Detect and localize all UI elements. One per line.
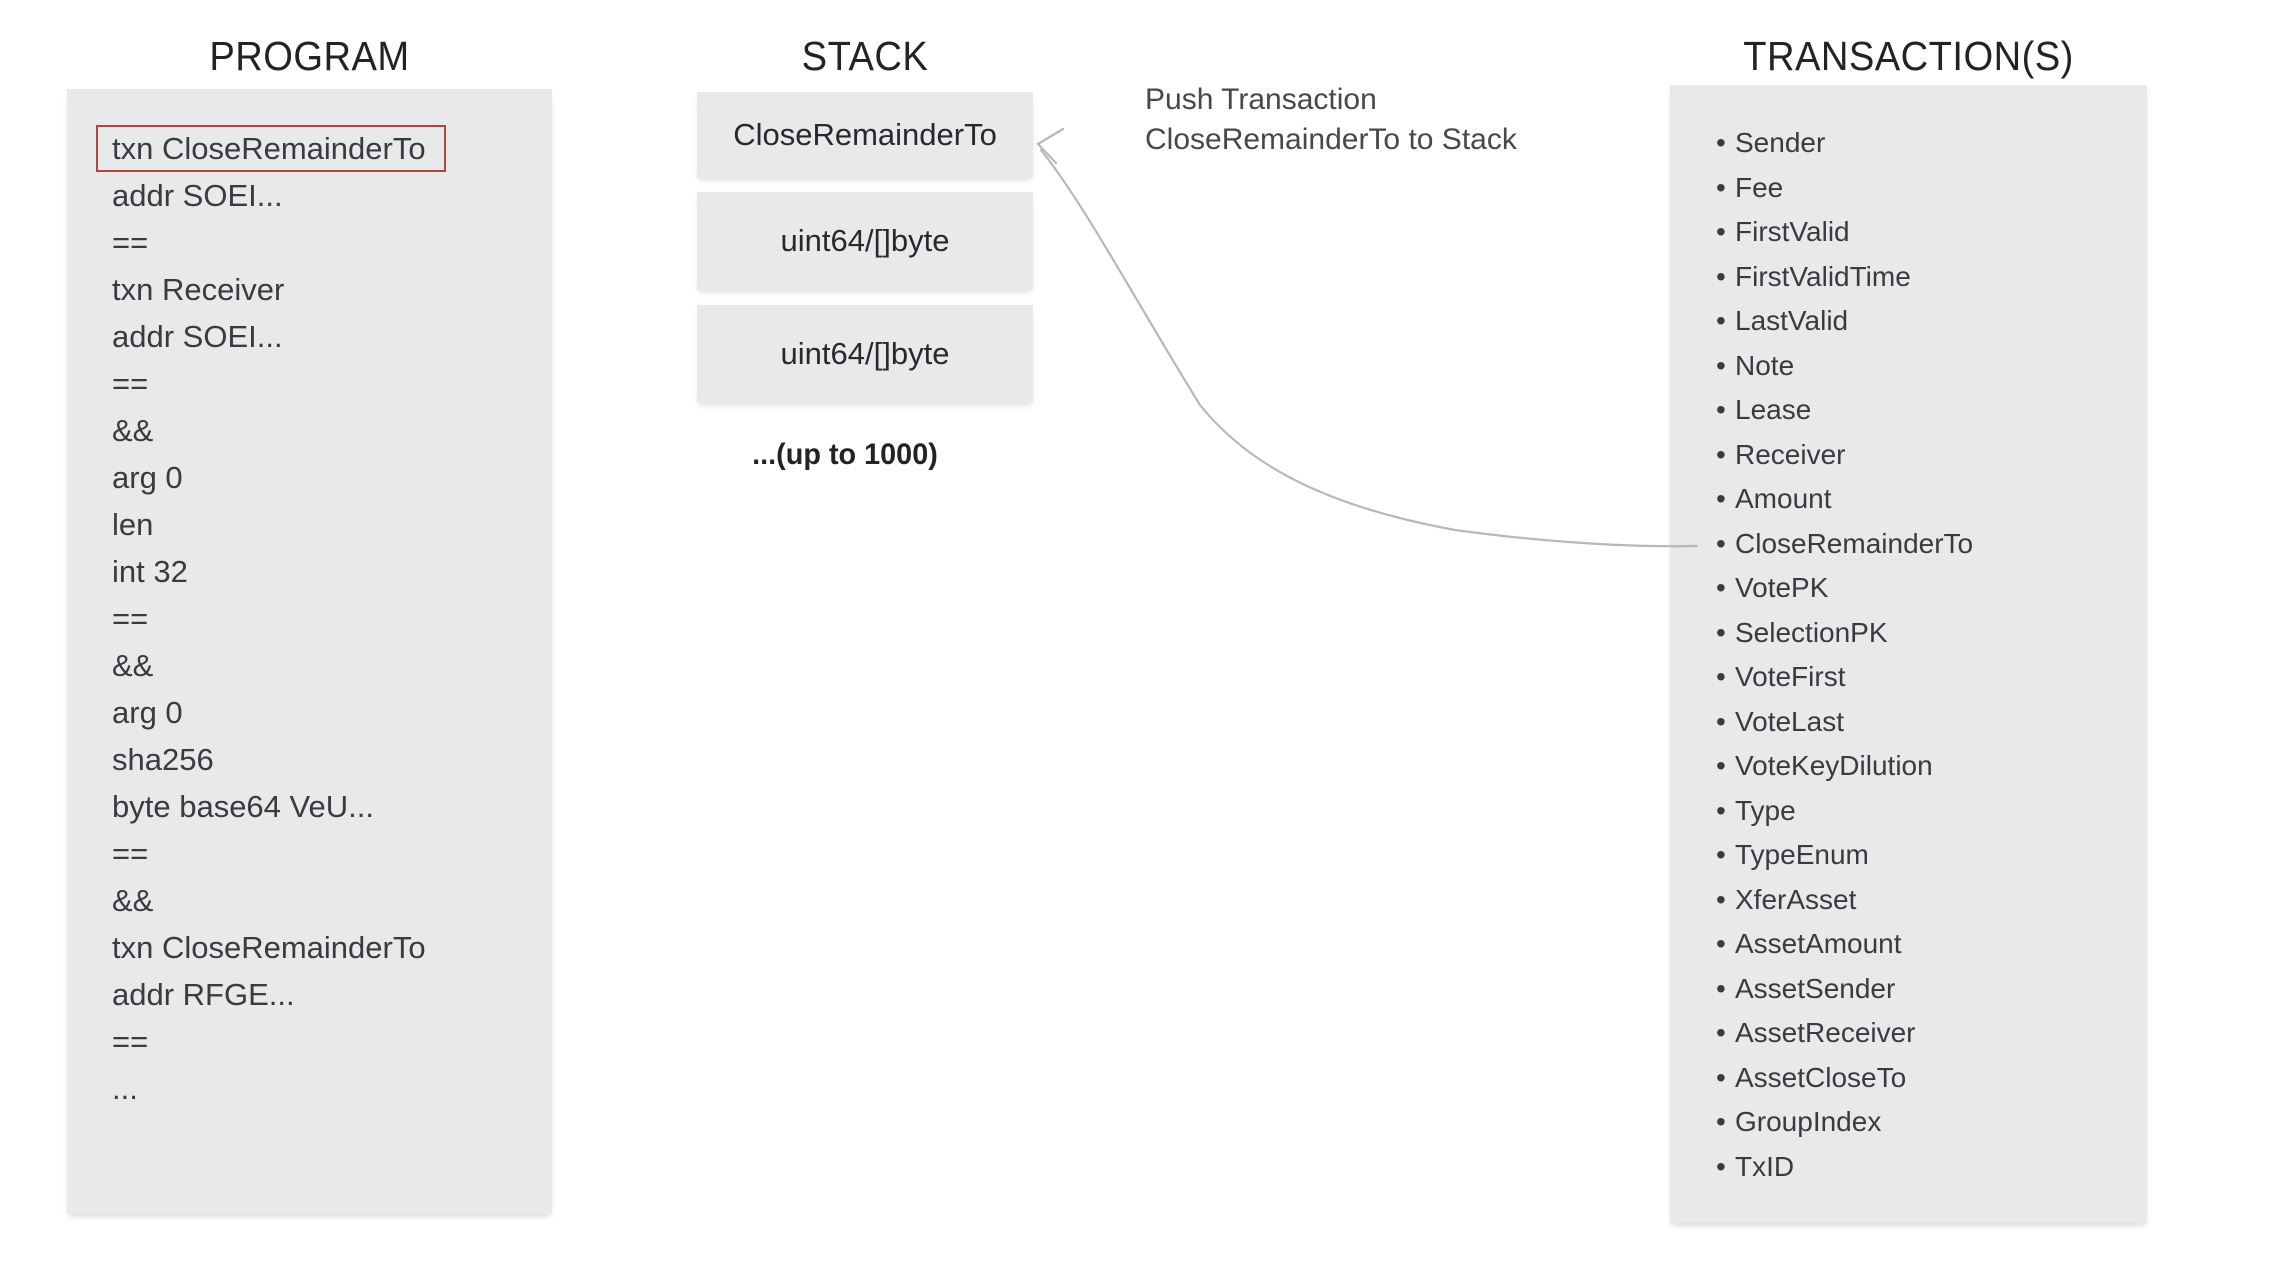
instruction-text: txn CloseRemainderTo <box>112 930 426 965</box>
transaction-field: Receiver <box>1670 433 2147 478</box>
instruction-text: == <box>112 601 149 636</box>
transaction-field: TxID <box>1670 1145 2147 1190</box>
program-instruction: == <box>112 1018 552 1065</box>
transaction-field-list: SenderFeeFirstValidFirstValidTimeLastVal… <box>1670 85 2147 1189</box>
program-instruction: int 32 <box>112 548 552 595</box>
instruction-text: && <box>112 648 154 683</box>
transaction-field: Type <box>1670 789 2147 834</box>
instruction-text: == <box>112 1024 149 1059</box>
program-instruction: && <box>112 877 552 924</box>
transaction-field: VoteFirst <box>1670 655 2147 700</box>
transaction-field: LastValid <box>1670 299 2147 344</box>
instruction-text: == <box>112 225 149 260</box>
program-instruction: arg 0 <box>112 454 552 501</box>
program-instruction: && <box>112 642 552 689</box>
program-instruction: sha256 <box>112 736 552 783</box>
program-instruction: == <box>112 219 552 266</box>
program-instruction: byte base64 VeU... <box>112 783 552 830</box>
program-panel: txn CloseRemainderTo addr SOEI... == txn Re… <box>67 89 552 1214</box>
highlighted-instruction: txn CloseRemainderTo <box>96 125 446 172</box>
program-column-title: PROGRAM <box>209 33 410 79</box>
transaction-field: TypeEnum <box>1670 833 2147 878</box>
program-instruction: txn CloseRemainderTo <box>96 125 552 172</box>
transaction-field: AssetAmount <box>1670 922 2147 967</box>
instruction-text: && <box>112 883 154 918</box>
stack-column-title: STACK <box>801 33 929 79</box>
program-instruction: && <box>112 407 552 454</box>
instruction-text: txn Receiver <box>112 272 285 307</box>
transaction-field: FirstValidTime <box>1670 255 2147 300</box>
program-instruction: addr RFGE... <box>112 971 552 1018</box>
stack-slot-top: CloseRemainderTo <box>697 92 1033 178</box>
program-instruction: == <box>112 360 552 407</box>
program-instruction-list: txn CloseRemainderTo addr SOEI... == txn Re… <box>67 89 552 1112</box>
instruction-text: sha256 <box>112 742 214 777</box>
instruction-text: arg 0 <box>112 695 183 730</box>
program-instruction: addr SOEI... <box>112 172 552 219</box>
instruction-text: == <box>112 366 149 401</box>
transaction-field: XferAsset <box>1670 878 2147 923</box>
instruction-text: addr SOEI... <box>112 178 283 213</box>
transaction-field: VotePK <box>1670 566 2147 611</box>
instruction-text: int 32 <box>112 554 188 589</box>
push-annotation-line1: Push Transaction <box>1145 83 1377 116</box>
stack-slot-middle: uint64/[]byte <box>697 192 1033 290</box>
program-instruction: == <box>112 830 552 877</box>
transaction-field: GroupIndex <box>1670 1100 2147 1145</box>
transaction-field: Fee <box>1670 166 2147 211</box>
instruction-text: == <box>112 836 149 871</box>
transactions-panel: SenderFeeFirstValidFirstValidTimeLastVal… <box>1670 85 2147 1223</box>
program-instruction: txn Receiver <box>112 266 552 313</box>
transaction-field: AssetCloseTo <box>1670 1056 2147 1101</box>
program-instruction: ... <box>112 1065 552 1112</box>
program-instruction: txn CloseRemainderTo <box>112 924 552 971</box>
transaction-field: AssetSender <box>1670 967 2147 1012</box>
transaction-field: Amount <box>1670 477 2147 522</box>
instruction-text: arg 0 <box>112 460 183 495</box>
stack-capacity-note: ...(up to 1000) <box>752 438 938 471</box>
transaction-field: Note <box>1670 344 2147 389</box>
transaction-field: CloseRemainderTo <box>1670 522 2147 567</box>
stack-slot-bottom: uint64/[]byte <box>697 305 1033 403</box>
instruction-text: addr RFGE... <box>112 977 295 1012</box>
push-annotation: Push Transaction CloseRemainderTo to Sta… <box>1145 80 1517 160</box>
transaction-field: FirstValid <box>1670 210 2147 255</box>
transaction-field: SelectionPK <box>1670 611 2147 656</box>
transaction-field: VoteKeyDilution <box>1670 744 2147 789</box>
push-arrow-curve <box>1039 148 1699 548</box>
program-instruction: == <box>112 595 552 642</box>
program-instruction: arg 0 <box>112 689 552 736</box>
transaction-field: AssetReceiver <box>1670 1011 2147 1056</box>
instruction-text: byte base64 VeU... <box>112 789 374 824</box>
transaction-field: Lease <box>1670 388 2147 433</box>
transaction-field: Sender <box>1670 121 2147 166</box>
transactions-column-title: TRANSACTION(S) <box>1743 33 2074 79</box>
instruction-text: && <box>112 413 154 448</box>
program-instruction: len <box>112 501 552 548</box>
push-annotation-line2: CloseRemainderTo to Stack <box>1145 123 1517 156</box>
transaction-field: VoteLast <box>1670 700 2147 745</box>
program-instruction: addr SOEI... <box>112 313 552 360</box>
instruction-text: len <box>112 507 154 542</box>
instruction-text: addr SOEI... <box>112 319 283 354</box>
push-arrow-head <box>1036 127 1065 165</box>
instruction-text: ... <box>112 1071 138 1106</box>
